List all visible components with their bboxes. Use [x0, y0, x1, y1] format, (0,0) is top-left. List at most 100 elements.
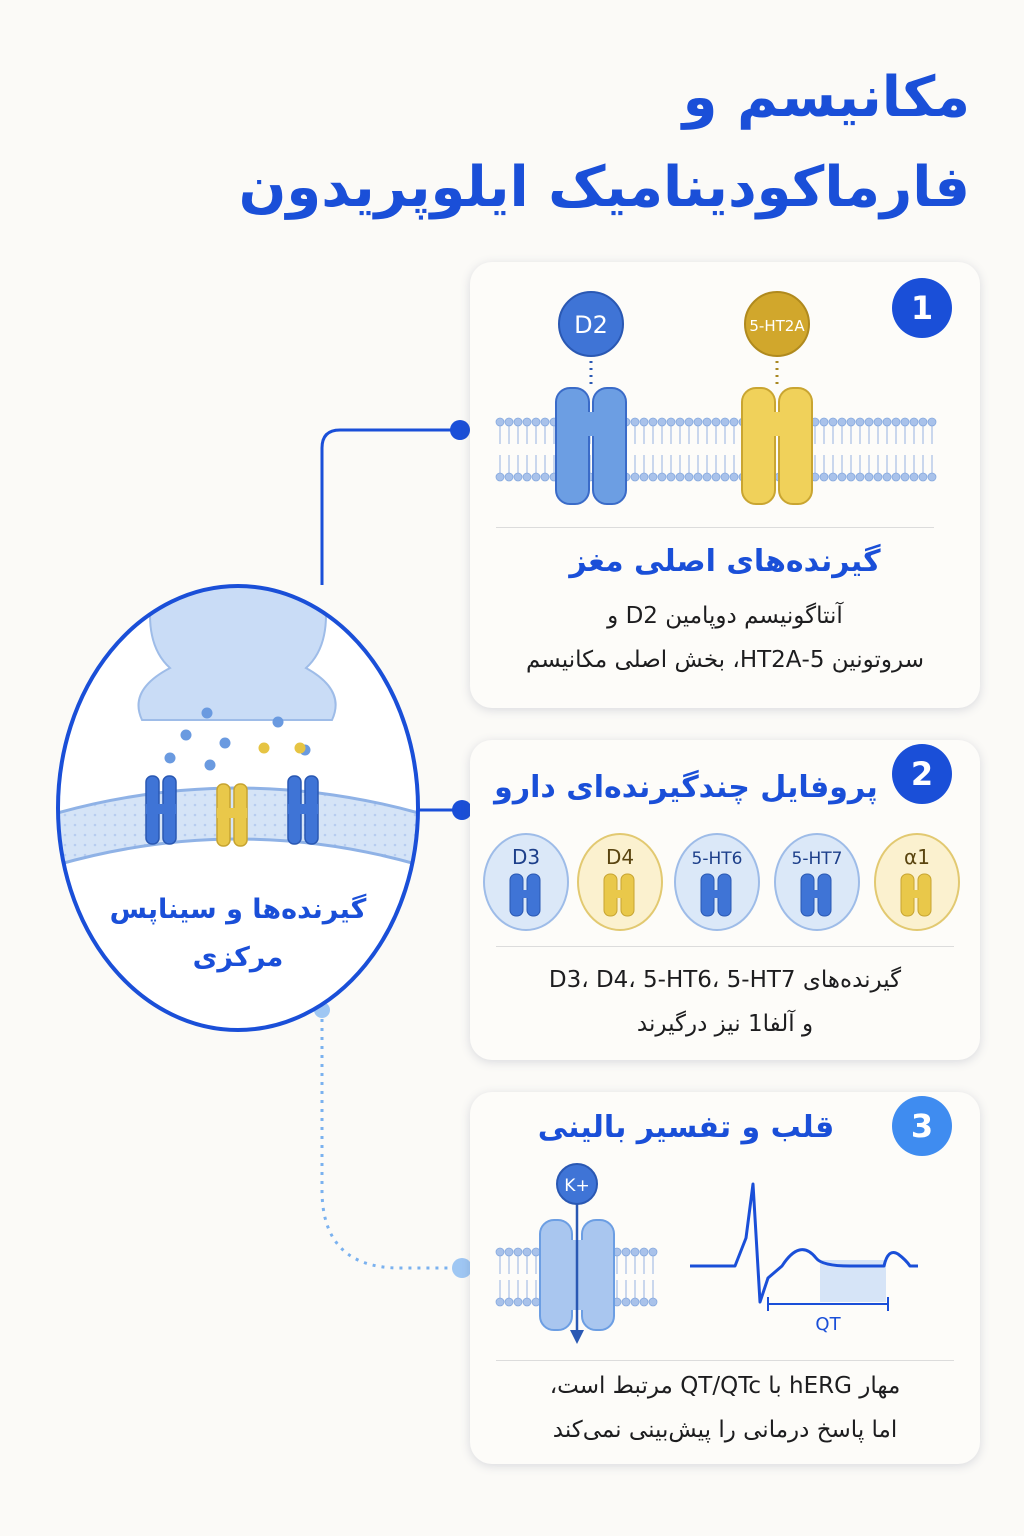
synapse-receptor-blue-left — [145, 775, 177, 845]
lipid-head — [495, 1247, 505, 1257]
lipid-head — [729, 472, 739, 482]
connector-dot-3 — [452, 1258, 472, 1278]
chip-label: D4 — [606, 845, 634, 869]
lipid-head — [711, 472, 721, 482]
card-text-line-2: اما پاسخ درمانی را پیش‌بینی نمی‌کند — [552, 1417, 898, 1443]
card-text-line-2: و آلفا1 نیز درگیرند — [636, 1011, 814, 1037]
lipid-head — [531, 1247, 541, 1257]
lipid-head — [630, 472, 640, 482]
synapse-label-line-2: مرکزی — [192, 942, 284, 973]
connector-dot-1 — [450, 420, 470, 440]
lipid-head — [666, 472, 676, 482]
chip-label: D3 — [512, 845, 540, 869]
potassium-ion: K+ — [556, 1163, 598, 1205]
lipid-head — [684, 472, 694, 482]
lipid-head — [918, 472, 928, 482]
lipid-head — [522, 417, 532, 427]
lipid-head — [693, 417, 703, 427]
receptor-chip-d4: D4 — [577, 833, 663, 931]
lipid-head — [693, 472, 703, 482]
lipid-head — [864, 472, 874, 482]
lipid-head — [846, 472, 856, 482]
ecg-trace: QT — [690, 1182, 918, 1335]
lipid-head — [846, 417, 856, 427]
lipid-head — [621, 1247, 631, 1257]
page-title-line-1: مکانیسم و — [682, 65, 970, 130]
card-title: گیرنده‌های اصلی مغز — [569, 544, 881, 579]
lipid-head — [837, 472, 847, 482]
lipid-head — [702, 472, 712, 482]
receptor-chip-alpha1: α1 — [874, 833, 960, 931]
lipid-head — [828, 472, 838, 482]
lipid-head — [819, 472, 829, 482]
lipid-head — [648, 1297, 658, 1307]
connector-dot-2 — [452, 800, 472, 820]
lipid-head — [675, 472, 685, 482]
card-title: پروفایل چندگیرنده‌ای دارو — [494, 770, 878, 805]
chip-label: 5-HT6 — [692, 849, 743, 869]
lipid-head — [891, 417, 901, 427]
lipid-head — [504, 417, 514, 427]
lipid-head — [855, 417, 865, 427]
lipid-head — [648, 417, 658, 427]
receptor-chip-d3: D3 — [483, 833, 569, 931]
5ht2a-label: 5-HT2A — [749, 317, 805, 335]
lipid-head — [900, 417, 910, 427]
lipid-head — [927, 472, 937, 482]
lipid-head — [729, 417, 739, 427]
lipid-head — [648, 472, 658, 482]
lipid-head — [657, 472, 667, 482]
qt-label: QT — [815, 1314, 841, 1335]
card-number-badge: 3 — [892, 1096, 952, 1156]
lipid-head — [666, 417, 676, 427]
lipid-head — [648, 1247, 658, 1257]
card-divider — [496, 946, 954, 947]
receptor-chip-5ht7: 5-HT7 — [774, 833, 860, 931]
lipid-head — [639, 417, 649, 427]
lipid-head — [828, 417, 838, 427]
lipid-head — [504, 1247, 514, 1257]
lipid-head — [630, 1247, 640, 1257]
lipid-head — [819, 417, 829, 427]
lipid-head — [675, 417, 685, 427]
herg-channel — [539, 1202, 615, 1344]
card-number-badge: 2 — [892, 744, 952, 804]
lipid-head — [639, 1247, 649, 1257]
5ht2a-receptor: 5-HT2A — [741, 291, 813, 505]
receptor-chips: D3 D4 5-HT6 5-HT7 α1 — [483, 833, 960, 931]
lipid-head — [882, 417, 892, 427]
lipid-head — [495, 1297, 505, 1307]
lipid-head — [540, 472, 550, 482]
synapse-receptor-blue-right — [287, 775, 319, 845]
lipid-head — [513, 417, 523, 427]
lipid-head — [504, 472, 514, 482]
lipid-head — [531, 417, 541, 427]
synapse-receptor-gold — [216, 783, 248, 847]
lipid-head — [864, 417, 874, 427]
lipid-head — [621, 1297, 631, 1307]
lipid-head — [891, 472, 901, 482]
lipid-head — [639, 1297, 649, 1307]
lipid-head — [702, 417, 712, 427]
lipid-head — [531, 472, 541, 482]
lipid-head — [909, 417, 919, 427]
card-number-badge: 1 — [892, 278, 952, 338]
lipid-head — [513, 472, 523, 482]
card-text-line-1: آنتاگونیسم دوپامین D2 و — [607, 603, 843, 629]
herg-channel-illustration: K+ QT — [495, 1163, 918, 1344]
lipid-head — [513, 1247, 523, 1257]
chip-label: α1 — [904, 845, 930, 869]
lipid-head — [918, 417, 928, 427]
lipid-head — [720, 472, 730, 482]
card-main-receptors: 1 D2 5-HT2A گیرنده‌های اصلی مغز آنتاگونی… — [470, 262, 980, 708]
lipid-head — [522, 472, 532, 482]
lipid-head — [639, 472, 649, 482]
ion-label: K+ — [564, 1176, 589, 1196]
lipid-head — [513, 1297, 523, 1307]
d2-receptor: D2 — [555, 291, 627, 505]
lipid-head — [522, 1247, 532, 1257]
lipid-head — [495, 472, 505, 482]
lipid-head — [711, 417, 721, 427]
lipid-head — [855, 472, 865, 482]
lipid-head — [837, 417, 847, 427]
